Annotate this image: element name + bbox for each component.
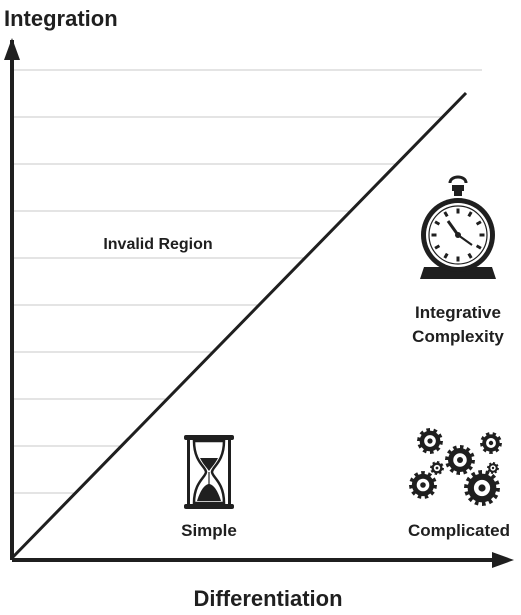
x-axis-arrow: [492, 552, 514, 568]
invalid-region-label: Invalid Region: [103, 236, 212, 253]
complicated-label: Complicated: [408, 521, 510, 540]
diagonal-boundary-line: [10, 91, 468, 560]
y-axis-arrow: [4, 38, 20, 60]
gear-icon: [464, 470, 500, 506]
y-axis-label: Integration: [4, 6, 118, 31]
gear-icon: [480, 432, 502, 454]
gear-icon: [417, 428, 443, 454]
pocket-watch-icon: [420, 175, 496, 279]
gear-icon: [487, 462, 499, 474]
integrative-label-line1: Integrative: [415, 303, 501, 322]
gear-icon: [409, 471, 437, 499]
simple-label: Simple: [181, 521, 237, 540]
gears-icon: [409, 428, 502, 506]
hourglass-icon: [184, 435, 234, 509]
x-axis-label: Differentiation: [193, 586, 342, 611]
gear-icon: [445, 445, 475, 475]
gear-icon: [430, 461, 444, 475]
invalid-region-hatch: [14, 69, 482, 494]
integrative-label-line2: Complexity: [412, 327, 504, 346]
